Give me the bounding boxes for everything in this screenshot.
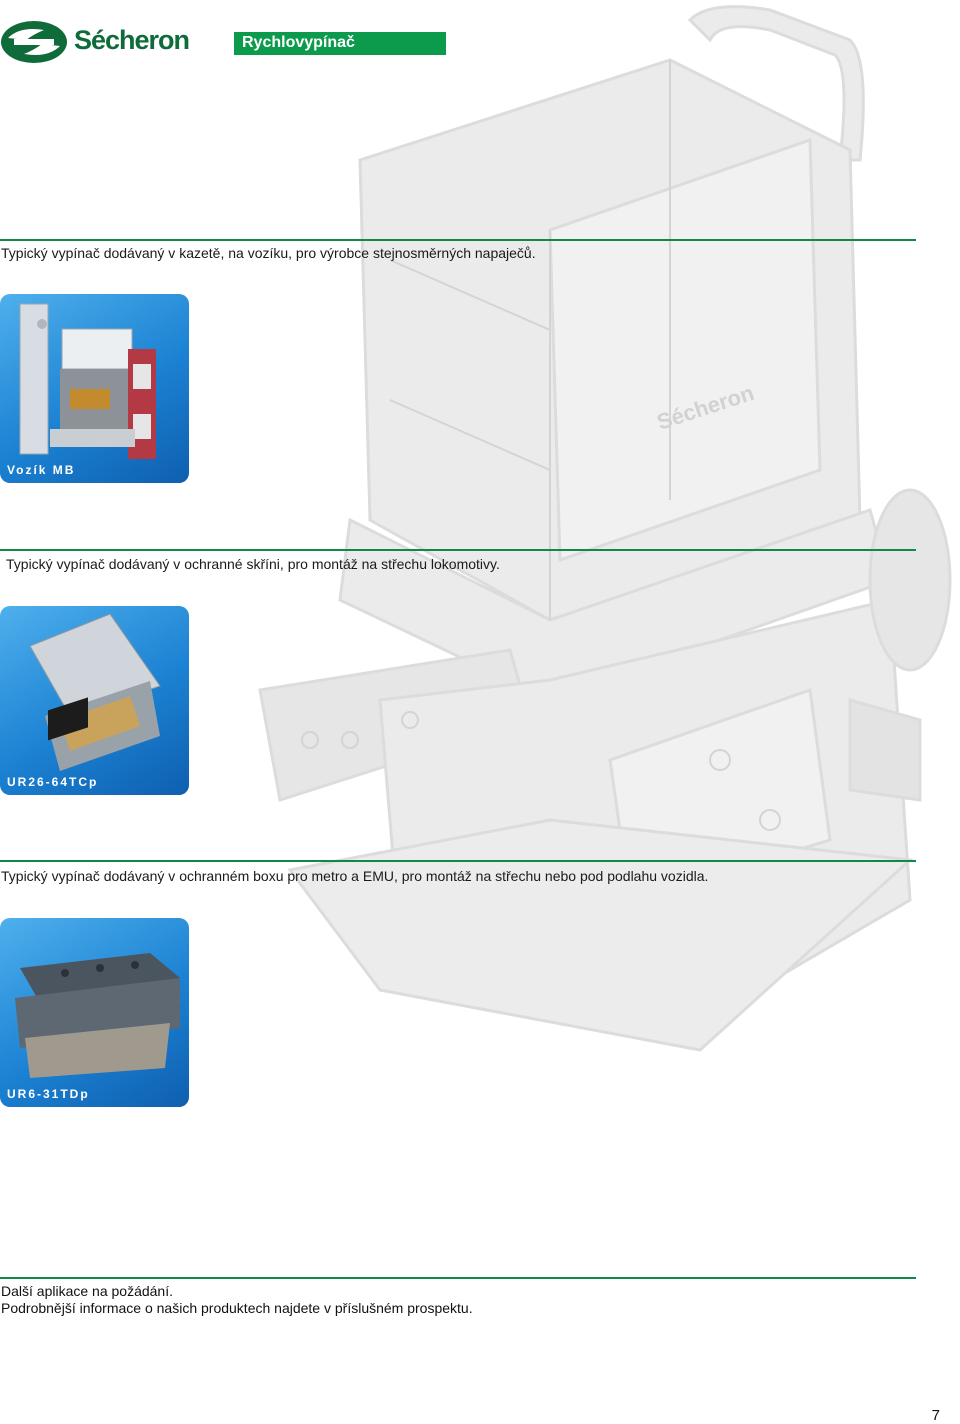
photo-label-roof-box: UR26-64TCp xyxy=(7,775,99,789)
photo-label-trolley: Vozík MB xyxy=(7,463,76,477)
section-divider xyxy=(0,860,916,862)
page-title: Rychlovypínač xyxy=(242,34,355,51)
secheron-logo xyxy=(1,21,67,63)
brand-name: Sécheron xyxy=(74,25,190,55)
roof-breaker-photo xyxy=(29,613,161,771)
metro-breaker-photo xyxy=(15,953,180,1078)
section-caption-2: Typický vypínač dodávaný v ochranné skří… xyxy=(6,556,500,572)
photo-card-roof-box: UR26-64TCp xyxy=(0,606,189,795)
section-caption-3: Typický vypínač dodávaný v ochranném box… xyxy=(1,868,709,884)
section-title-band xyxy=(234,32,446,55)
section-divider xyxy=(0,549,916,551)
trolley-breaker-photo xyxy=(19,303,156,459)
photo-card-metro-box: UR6-31TDp xyxy=(0,918,189,1107)
section-divider xyxy=(0,239,916,241)
section-caption-1: Typický vypínač dodávaný v kazetě, na vo… xyxy=(1,245,536,261)
footer-line-2: Podrobnější informace o našich produktec… xyxy=(1,1300,473,1316)
page-number: 7 xyxy=(931,1407,940,1424)
photo-card-trolley: Vozík MB xyxy=(0,294,189,483)
footer-line-1: Další aplikace na požádání. xyxy=(1,1283,173,1299)
photo-label-metro-box: UR6-31TDp xyxy=(7,1087,90,1101)
section-divider xyxy=(0,1277,916,1279)
breaker-line-drawing: Sécheron xyxy=(258,5,952,1052)
